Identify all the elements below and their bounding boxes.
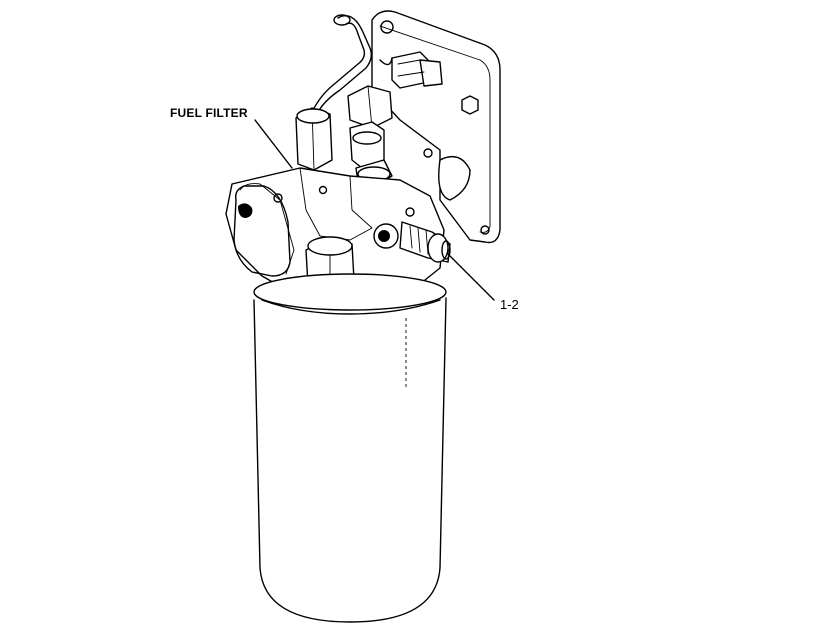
part-ref-leader-line bbox=[447, 253, 495, 301]
port-fitting bbox=[373, 221, 451, 263]
sensor-valve bbox=[347, 85, 393, 207]
part-ref-label: 1-2 bbox=[500, 297, 519, 312]
inlet-fitting bbox=[295, 107, 333, 171]
fuel-filter-leader-line bbox=[254, 119, 293, 169]
filter-head bbox=[225, 148, 445, 301]
fuel-line-tube bbox=[311, 14, 373, 113]
upper-fitting bbox=[379, 51, 443, 89]
fuel-filter-label: FUEL FILTER bbox=[170, 106, 248, 120]
filter-canister bbox=[253, 273, 447, 623]
